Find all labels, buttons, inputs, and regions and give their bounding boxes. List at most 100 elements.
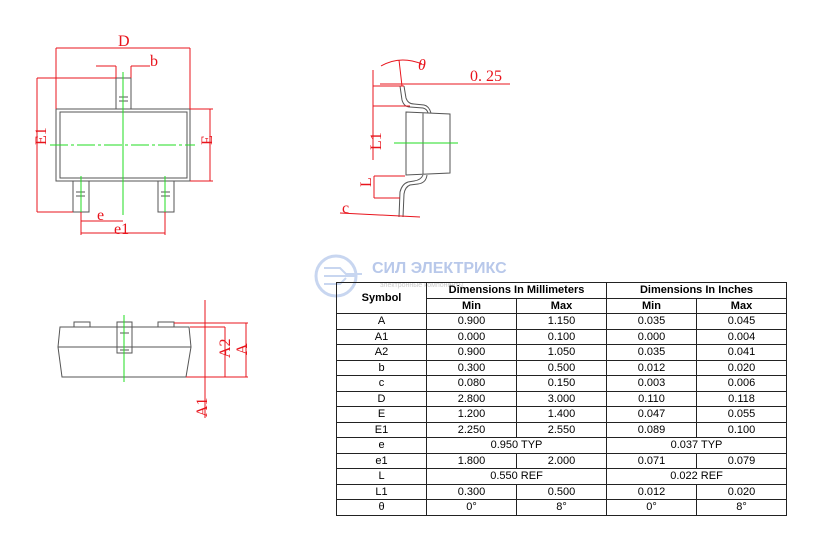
table-cell: 2.800 [426, 390, 517, 407]
table-cell: 1.800 [426, 452, 517, 469]
table-cell: 2.000 [516, 452, 607, 469]
table-cell: L [336, 468, 427, 485]
table-cell: 0.035 [606, 313, 697, 330]
table-cell: c [336, 375, 427, 392]
in-min-header: Min [606, 297, 697, 314]
table-cell: 0.118 [696, 390, 787, 407]
inch-header: Dimensions In Inches [606, 282, 787, 299]
label-0.25: 0. 25 [470, 68, 502, 85]
label-c: c [342, 200, 349, 217]
mm-header: Dimensions In Millimeters [426, 282, 607, 299]
table-cell: 0.300 [426, 483, 517, 500]
mm-min-header: Min [426, 297, 517, 314]
table-cell: 0.000 [606, 328, 697, 345]
watermark-title: СИЛ ЭЛЕКТРИКС [372, 260, 507, 277]
table-cell: 0.500 [516, 483, 607, 500]
table-cell: 2.250 [426, 421, 517, 438]
table-cell: 0.110 [606, 390, 697, 407]
table-cell: e [336, 437, 427, 454]
table-cell: E [336, 406, 427, 423]
table-cell: 0.100 [696, 421, 787, 438]
top-view: D b E1 E e e1 [33, 33, 216, 238]
table-cell: 1.050 [516, 344, 607, 361]
table-cell: L1 [336, 483, 427, 500]
table-cell: 0° [426, 499, 517, 516]
table-cell: 0.550 REF [426, 468, 607, 485]
label-A1: A1 [194, 397, 211, 417]
in-max-header: Max [696, 297, 787, 314]
table-cell: 0.041 [696, 344, 787, 361]
table-cell: A [336, 313, 427, 330]
table-cell: A1 [336, 328, 427, 345]
table-cell: 1.400 [516, 406, 607, 423]
table-cell: 0.300 [426, 359, 517, 376]
table-cell: 1.150 [516, 313, 607, 330]
table-cell: 3.000 [516, 390, 607, 407]
table-cell: 0.035 [606, 344, 697, 361]
table-cell: 0.037 TYP [606, 437, 787, 454]
table-cell: 0° [606, 499, 697, 516]
table-cell: 0.500 [516, 359, 607, 376]
label-e: e [97, 207, 104, 224]
table-cell: 8° [696, 499, 787, 516]
table-cell: 2.550 [516, 421, 607, 438]
table-cell: 0.047 [606, 406, 697, 423]
dimensions-table: Symbol Dimensions In Millimeters Dimensi… [336, 282, 787, 516]
table-cell: 8° [516, 499, 607, 516]
label-L1: L1 [368, 132, 385, 150]
table-cell: 0.004 [696, 328, 787, 345]
table-cell: D [336, 390, 427, 407]
table-cell: 0.012 [606, 359, 697, 376]
label-E1: E1 [33, 127, 50, 145]
table-cell: 0.006 [696, 375, 787, 392]
table-cell: 0.900 [426, 344, 517, 361]
table-cell: b [336, 359, 427, 376]
label-D: D [118, 33, 130, 50]
table-cell: 0.080 [426, 375, 517, 392]
table-cell: A2 [336, 344, 427, 361]
table-cell: 0.020 [696, 483, 787, 500]
front-view: A2 A A1 [57, 300, 251, 418]
table-cell: 0.020 [696, 359, 787, 376]
table-cell: 0.150 [516, 375, 607, 392]
table-cell: 0.900 [426, 313, 517, 330]
label-A2: A2 [217, 338, 234, 358]
table-cell: 0.045 [696, 313, 787, 330]
label-e1: e1 [114, 221, 129, 238]
table-cell: 0.022 REF [606, 468, 787, 485]
table-cell: 0.089 [606, 421, 697, 438]
side-view: θ 0. 25 L1 L c [339, 57, 510, 218]
label-theta: θ [418, 57, 426, 74]
table-cell: e1 [336, 452, 427, 469]
table-cell: 0.000 [426, 328, 517, 345]
table-cell: E1 [336, 421, 427, 438]
table-cell: 0.012 [606, 483, 697, 500]
table-cell: 0.003 [606, 375, 697, 392]
table-cell: 0.079 [696, 452, 787, 469]
table-cell: 0.071 [606, 452, 697, 469]
label-L: L [358, 177, 375, 187]
mm-max-header: Max [516, 297, 607, 314]
table-cell: θ [336, 499, 427, 516]
table-cell: 0.055 [696, 406, 787, 423]
label-A: A [234, 343, 251, 355]
label-b: b [150, 53, 158, 70]
label-E: E [199, 135, 216, 145]
table-cell: 0.950 TYP [426, 437, 607, 454]
symbol-header: Symbol [336, 282, 427, 314]
table-cell: 1.200 [426, 406, 517, 423]
